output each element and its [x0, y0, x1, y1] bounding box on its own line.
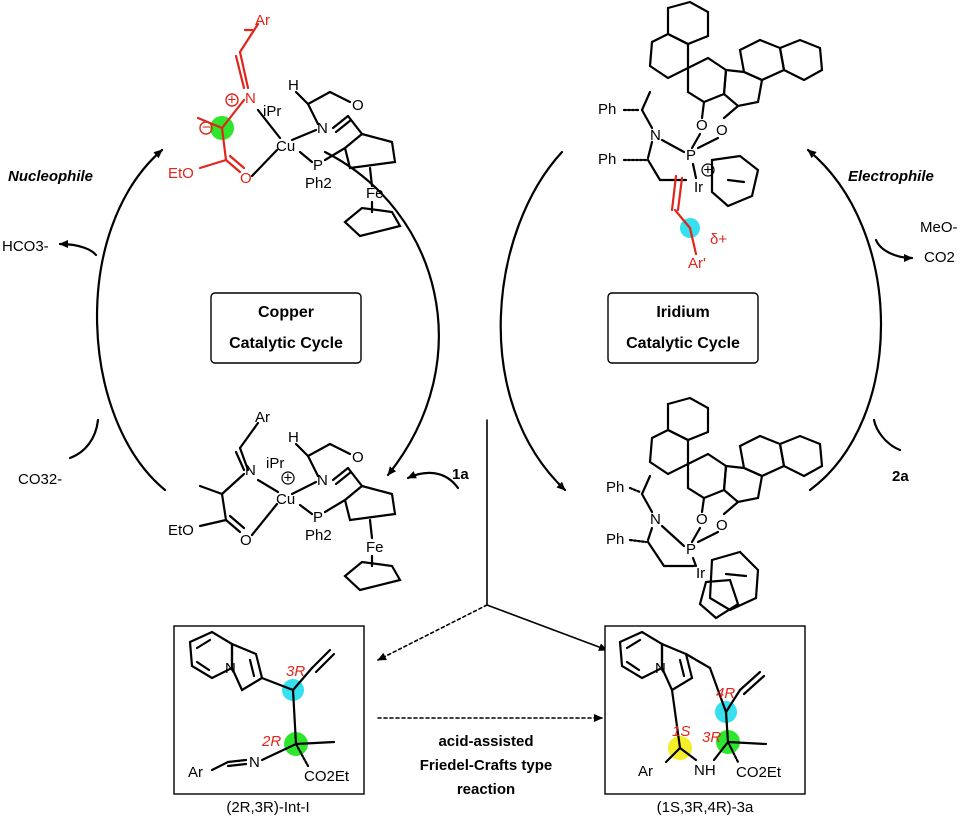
atom-label: Ph	[606, 479, 624, 496]
atom-label: N	[317, 120, 328, 137]
atom-label: P	[313, 157, 323, 174]
atom-label: O	[240, 532, 252, 549]
atom-label: O	[240, 170, 252, 187]
copper-nucleophile-complex: Ar + N − EtO O Cu H iPr N O P	[168, 12, 402, 238]
svg-text:−: −	[202, 119, 211, 136]
iridium-complex: O O P N Ph Ph Ir	[606, 396, 824, 620]
iridium-cycle-title: Iridium	[656, 304, 709, 321]
iridium-cycle-subtitle: Catalytic Cycle	[626, 335, 740, 352]
copper-complex: Ar N EtO O + Cu H iPr N O P Ph2	[168, 409, 402, 592]
atom-label: N	[655, 660, 666, 677]
atom-label: Ph	[598, 151, 616, 168]
svg-text:+: +	[228, 92, 237, 109]
atom-label: N	[245, 462, 256, 479]
stereo-label: 3R	[702, 729, 721, 746]
atom-label: Ph2	[305, 527, 332, 544]
bicarbonate-label: HCO3-	[2, 238, 49, 255]
iridium-electrophile-complex: O O P N Ph Ph + Ir δ+ Ar'	[598, 0, 824, 272]
atom-label: Ph2	[305, 175, 332, 192]
iridium-cycle-box: Iridium Catalytic Cycle	[607, 292, 759, 364]
atom-label: O	[716, 517, 728, 534]
atom-label: P	[686, 147, 696, 164]
reagent-1a-label: 1a	[452, 466, 469, 483]
svg-text:+: +	[704, 162, 713, 179]
svg-text:+: +	[284, 470, 293, 487]
copper-cycle-subtitle: Catalytic Cycle	[229, 335, 343, 352]
atom-label: Fe	[366, 539, 384, 556]
iridium-cycle-arrows	[499, 148, 914, 492]
stereo-label: 4R	[716, 685, 735, 702]
product-name: (1S,3R,4R)-3a	[657, 799, 754, 816]
reaction-line-3: reaction	[457, 781, 515, 798]
atom-label: δ+	[710, 231, 727, 248]
atom-label: CO2Et	[736, 764, 782, 781]
electrophile-label: Electrophile	[848, 168, 934, 185]
copper-cycle-box: Copper Catalytic Cycle	[210, 292, 362, 364]
reaction-line-1: acid-assisted	[438, 733, 533, 750]
intermediate-name: (2R,3R)-Int-I	[226, 799, 309, 816]
atom-label: CO2Et	[304, 768, 350, 785]
atom-label: O	[352, 449, 364, 466]
methoxide-label: MeO-	[920, 219, 958, 236]
intermediate-structure: N 3R 2R CO2Et N Ar	[173, 625, 365, 795]
carbonate-label: CO32-	[18, 471, 62, 488]
copper-cycle-arrows	[58, 148, 460, 492]
atom-label: Ar'	[688, 255, 706, 272]
nucleophile-label: Nucleophile	[8, 168, 93, 185]
atom-label: O	[696, 117, 708, 134]
atom-label: N	[650, 511, 661, 528]
product-arrows	[377, 419, 608, 722]
atom-label: H	[288, 77, 299, 94]
atom-label: EtO	[168, 522, 194, 539]
atom-label: Ir	[694, 179, 703, 196]
atom-label: Ph	[606, 531, 624, 548]
atom-label: Ir	[696, 565, 705, 582]
atom-label: EtO	[168, 165, 194, 182]
copper-cycle-title: Copper	[258, 304, 314, 321]
atom-label: Ph	[598, 101, 616, 118]
atom-label: Ar	[188, 764, 203, 781]
atom-label: iPr	[263, 103, 281, 120]
atom-label: Ar	[255, 409, 270, 426]
stereo-label: 2R	[261, 733, 281, 750]
atom-label: P	[313, 509, 323, 526]
atom-label: N	[245, 90, 256, 107]
atom-label: NH	[694, 762, 716, 779]
reagent-2a-label: 2a	[892, 468, 909, 485]
stereo-label: 1S	[672, 723, 690, 740]
atom-label: N	[650, 127, 661, 144]
atom-label: Cu	[276, 138, 295, 155]
co2-label: CO2	[924, 249, 955, 266]
atom-label: N	[225, 660, 236, 677]
stereo-label: 3R	[286, 663, 305, 680]
reaction-line-2: Friedel-Crafts type	[420, 757, 553, 774]
atom-label: Cu	[276, 491, 295, 508]
atom-label: Fe	[366, 185, 384, 202]
atom-label: O	[696, 511, 708, 528]
atom-label: Ar	[638, 763, 653, 780]
atom-label: H	[288, 429, 299, 446]
atom-label: O	[716, 122, 728, 139]
atom-label: N	[249, 754, 260, 771]
atom-label: P	[686, 541, 696, 558]
atom-label: N	[317, 472, 328, 489]
atom-label: iPr	[266, 455, 284, 472]
product-structure: N 4R 3R 1S CO2Et NH Ar	[604, 625, 806, 795]
atom-label: O	[352, 97, 364, 114]
